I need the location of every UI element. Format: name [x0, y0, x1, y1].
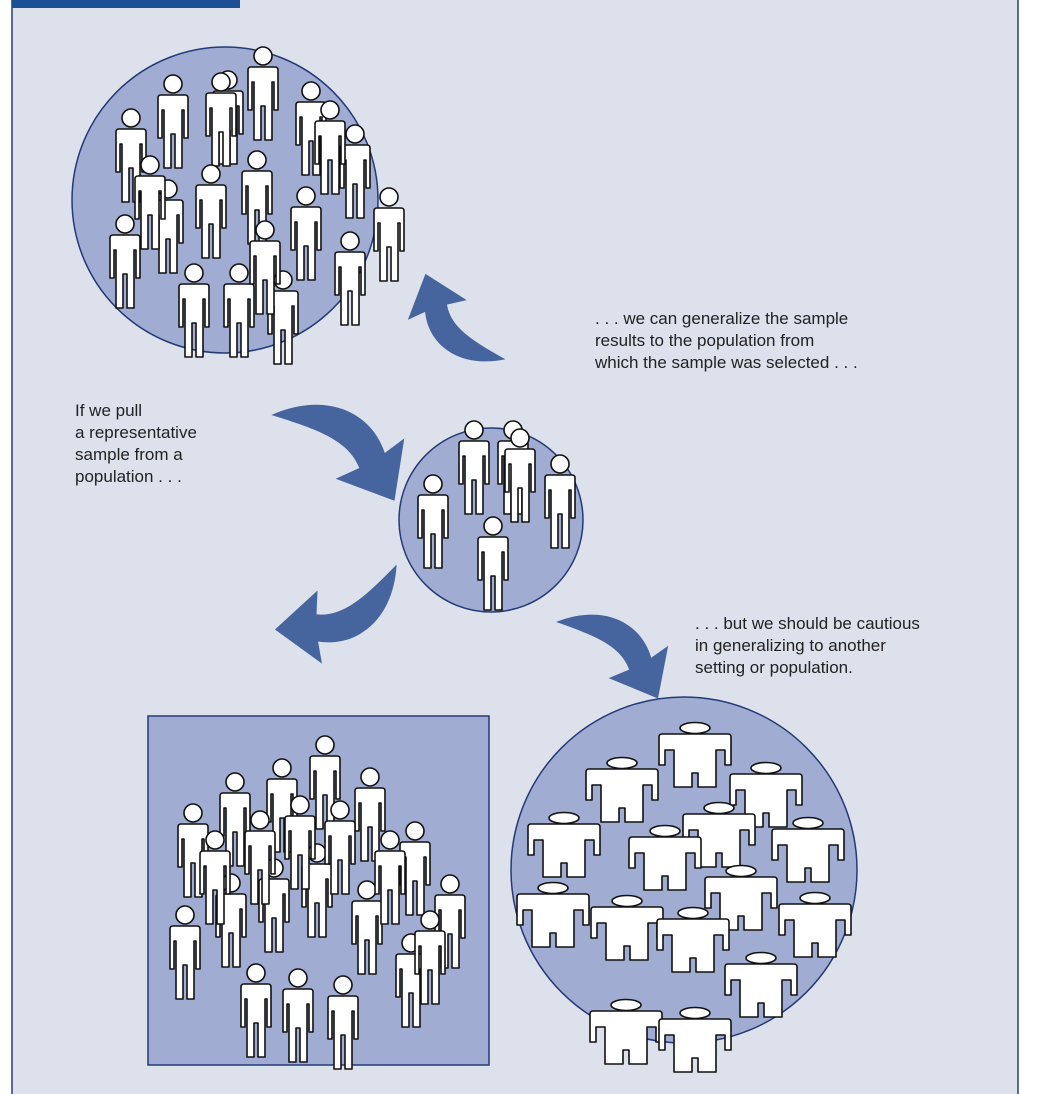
header-bar	[12, 0, 240, 8]
another-population-group	[510, 696, 858, 1073]
caption-caution: . . . but we should be cautious in gener…	[695, 614, 920, 677]
population-group	[71, 46, 405, 365]
another-setting-group	[147, 715, 490, 1070]
sample-group	[398, 420, 584, 613]
caption-pull-sample: If we pull a representative sample from …	[75, 401, 197, 486]
caption-generalize: . . . we can generalize the sample resul…	[595, 309, 858, 372]
